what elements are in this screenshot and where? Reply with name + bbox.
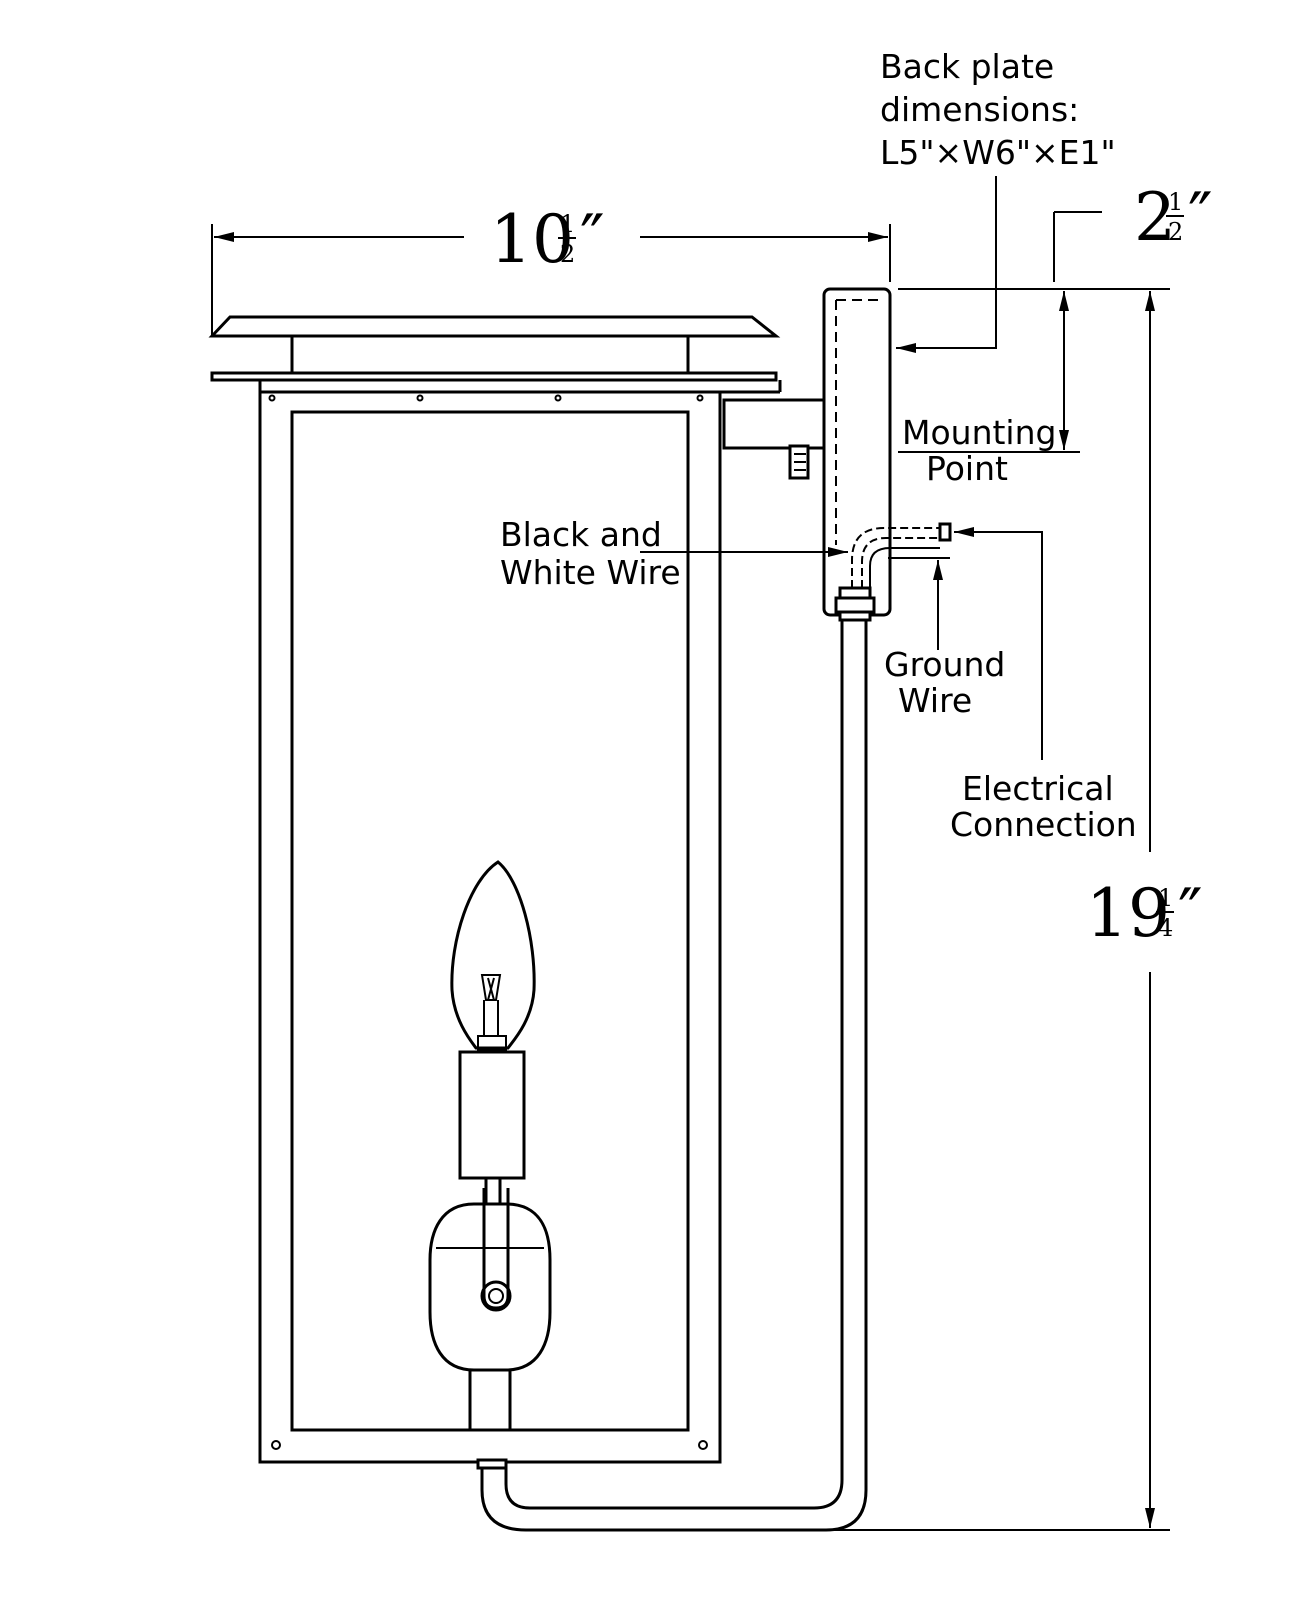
height-dim-den: 4 — [1158, 914, 1173, 942]
back-plate-label-1: Back plate — [880, 47, 1054, 86]
conduit-pipe — [480, 620, 868, 1532]
lantern-body — [208, 315, 782, 1464]
ground-wire-label-1: Ground — [884, 645, 1005, 684]
ground-wire-label-2: Wire — [898, 681, 972, 720]
black-white-wire-label-2: White Wire — [500, 553, 681, 592]
mounting-point-label-2: Point — [926, 449, 1008, 488]
height-dim-whole: 19 — [1086, 875, 1170, 952]
black-white-wire-label-1: Black and — [500, 515, 662, 554]
candle-socket — [428, 860, 552, 1470]
mount-dim-den: 2 — [1168, 218, 1183, 246]
height-dim-num: 1 — [1158, 884, 1173, 912]
height-dim-prime: ″ — [1178, 875, 1203, 952]
mounting-arm — [722, 398, 826, 480]
width-dim-num: 1 — [560, 210, 575, 238]
back-plate — [822, 287, 892, 622]
mount-dim-prime: ″ — [1188, 179, 1213, 256]
ground-wire-callout: Ground Wire — [884, 560, 1005, 720]
black-white-wire-callout: Black and White Wire — [500, 515, 848, 592]
electrical-label-1: Electrical — [962, 769, 1114, 808]
width-dimension: 10 1 2 ″ — [211, 201, 891, 336]
mount-offset-dimension: 2 1 2 ″ — [898, 179, 1213, 453]
width-dim-den: 2 — [560, 240, 575, 268]
mount-dim-num: 1 — [1168, 188, 1183, 216]
mounting-point-callout: Mounting Point — [902, 413, 1056, 488]
electrical-label-2: Connection — [950, 805, 1137, 844]
wire-elbow — [851, 522, 952, 588]
width-dim-prime: ″ — [580, 201, 605, 278]
width-dim-whole: 10 — [490, 201, 574, 278]
back-plate-callout: Back plate dimensions: L5"×W6"×E1" — [880, 47, 1116, 353]
height-dimension: 19 1 4 ″ — [820, 291, 1203, 1531]
back-plate-label-2: dimensions: — [880, 90, 1079, 129]
electrical-connection-callout: Electrical Connection — [950, 527, 1137, 844]
back-plate-label-3: L5"×W6"×E1" — [880, 133, 1116, 172]
mount-dim-whole: 2 — [1134, 179, 1176, 256]
mounting-point-label-1: Mounting — [902, 413, 1056, 452]
